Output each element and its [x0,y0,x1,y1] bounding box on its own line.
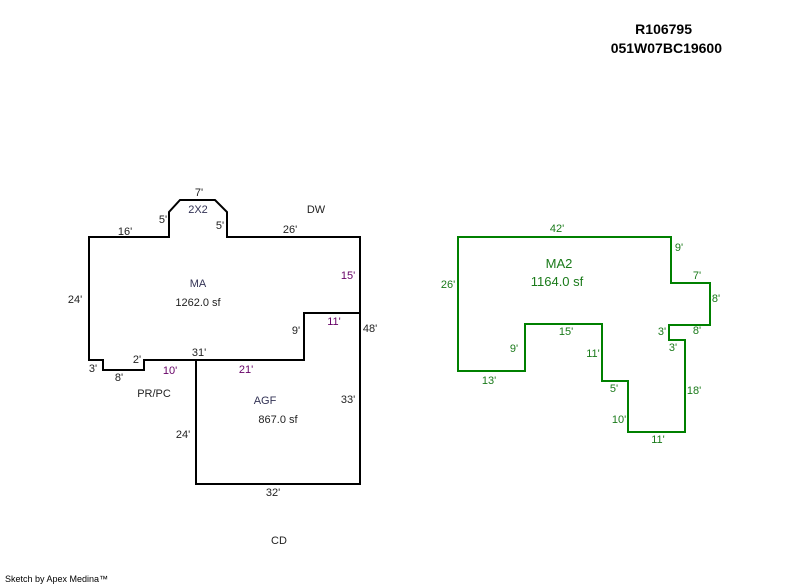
dim: 3' [669,342,677,354]
dim: 2' [133,354,141,366]
ma-label: MA [190,278,207,290]
dim: 9' [292,325,300,337]
dim: 26' [441,279,455,291]
dim: 16' [118,226,132,238]
dim: 5' [159,214,167,226]
dw-label: DW [307,204,326,216]
dim: 9' [675,242,683,254]
dim: 21' [239,364,253,376]
dim: 31' [192,347,206,359]
dim: 11' [586,348,600,360]
dim: 24' [68,294,82,306]
parcel-id: 051W07BC19600 [610,40,722,56]
dim: 8' [712,293,720,305]
prpc-label: PR/PC [137,388,171,400]
dim: 32' [266,487,280,499]
agf-area: 867.0 sf [258,414,298,426]
dim: 18' [687,385,701,397]
dim: 24' [176,429,190,441]
dim: 11' [327,316,341,328]
agf-label: AGF [254,395,277,407]
dim: 10' [163,365,177,377]
dim: 48' [363,323,377,335]
dim: 11' [651,434,665,446]
dim: 13' [482,375,496,387]
dim: 3' [89,363,97,375]
dim: 9' [510,343,518,355]
dim: 5' [216,220,224,232]
dim: 15' [341,270,355,282]
dim: 10' [612,414,626,426]
bay-label: 2X2 [188,204,208,216]
ma2-area: 1164.0 sf [531,274,584,289]
dim: 33' [341,394,355,406]
dim: 8' [115,372,123,384]
dim: 15' [559,326,573,338]
footer-credit: Sketch by Apex Medina™ [5,574,109,584]
dim: 8' [693,325,701,337]
dim: 42' [550,223,564,235]
ma2-label: MA2 [546,256,573,271]
record-id: R106795 [635,21,692,37]
ma-area: 1262.0 sf [175,297,221,309]
dim: 5' [610,383,618,395]
agf-outline [195,313,361,485]
cd-label: CD [271,535,287,547]
ma2-outline [457,236,711,433]
dim: 3' [658,326,666,338]
dim: 26' [283,224,297,236]
dim: 7' [195,187,203,199]
dim: 7' [693,270,701,282]
